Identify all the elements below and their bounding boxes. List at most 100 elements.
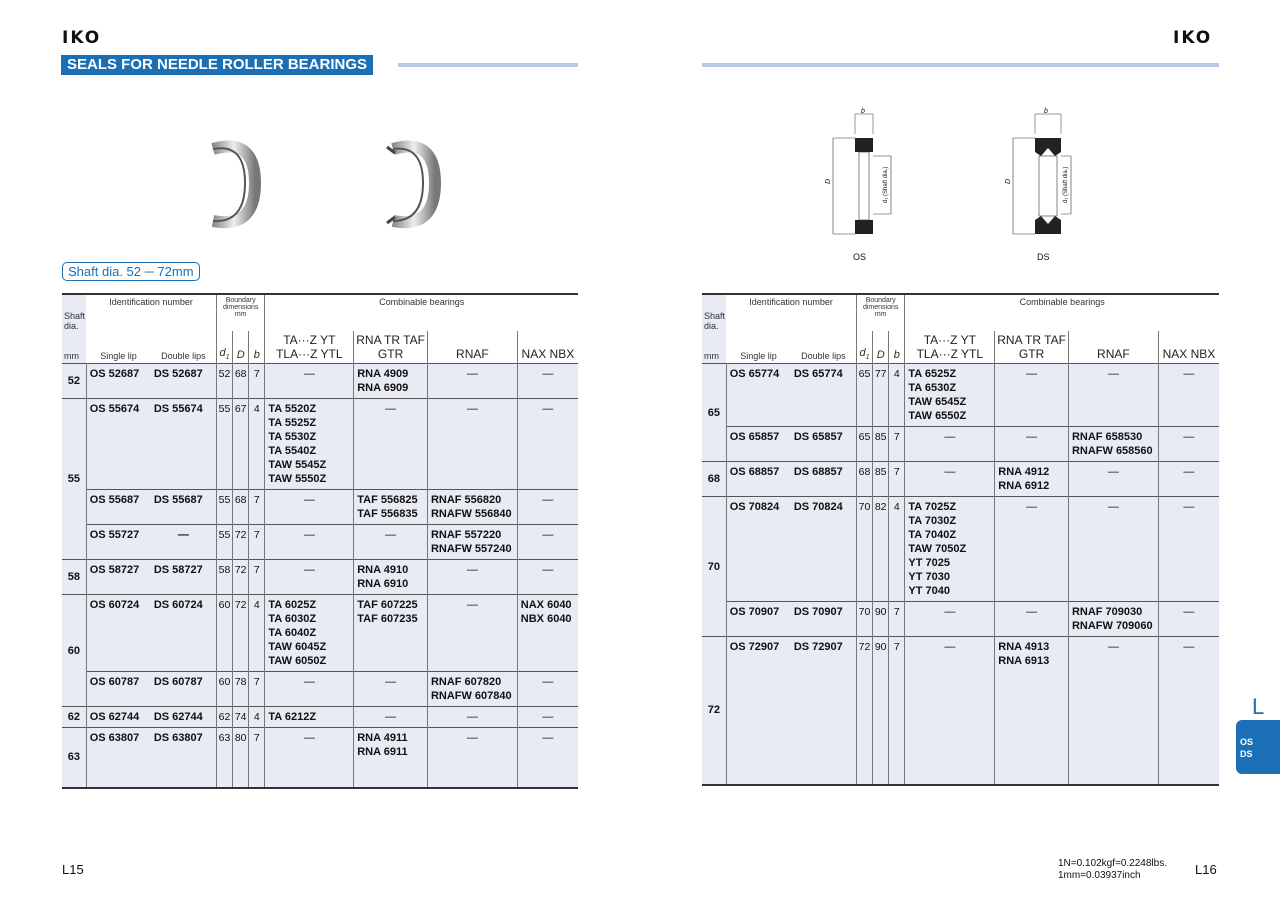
bearing-code: RNA 6909	[357, 382, 409, 394]
b-cell: 7	[248, 489, 265, 525]
bearing-code: RNA 4910	[357, 564, 409, 576]
b-cell: 7	[248, 727, 265, 788]
nax-bearings-cell: ―	[516, 398, 578, 490]
rnaf-bearings-cell: ―	[426, 706, 518, 728]
header-identification: Identification number	[726, 293, 857, 331]
bearing-code: RNAF 556820	[430, 494, 502, 506]
bearing-code: TA 6212Z	[268, 711, 317, 723]
bearing-code: TAF 607235	[357, 613, 418, 625]
header-col-rna: RNA TR TAF GTR	[353, 331, 428, 364]
rna-bearings-cell: ―	[994, 426, 1069, 462]
bearing-code: TAW 6045Z	[268, 641, 327, 653]
bearing-code: TAW 6050Z	[268, 655, 327, 667]
header-double-lips: Double lips	[801, 351, 846, 361]
header-d1-sub: 1	[225, 354, 230, 361]
header-single-lip: Single lip	[100, 351, 137, 361]
figure-dim-b-ds: b	[1044, 108, 1048, 115]
header-identification: Identification number	[86, 293, 217, 331]
bearing-code: TAF 556835	[357, 508, 418, 520]
bearing-code: RNAFW 658560	[1071, 445, 1153, 457]
double-lips-cell: DS 55674	[150, 398, 217, 490]
shaft-dia-cell: 70	[702, 496, 727, 637]
bearing-code: TAF 607225	[357, 599, 418, 611]
header-combinable: Combinable bearings	[264, 293, 578, 331]
header-shaft-label: Shaft dia.	[64, 311, 86, 331]
single-lip-cell: OS 55687	[86, 489, 151, 525]
figure-dim-D-ds: D	[1005, 178, 1013, 185]
nax-bearings-cell: ―	[1157, 363, 1219, 427]
d1-cell: 70	[855, 601, 873, 637]
single-lip-cell: OS 60787	[86, 671, 151, 707]
single-lip-cell: OS 72907	[726, 636, 791, 785]
header-rule-right	[702, 63, 1219, 67]
D-cell: 85	[872, 461, 889, 497]
header-combinable: Combinable bearings	[904, 293, 1219, 331]
header-col-rna: RNA TR TAF GTR	[994, 331, 1069, 364]
rna-bearings-cell: ―	[353, 706, 428, 728]
bearing-code: YT 7030	[908, 571, 950, 583]
double-lips-cell: DS 70907	[790, 601, 857, 637]
header-boundary: Boundary dimensions mm	[855, 293, 905, 331]
header-col-ta: TA···Z YT TLA···Z YTL	[264, 331, 354, 364]
shaft-dia-cell: 65	[702, 363, 727, 462]
b-cell: 7	[248, 363, 265, 399]
ta-bearings-cell: ―	[264, 489, 354, 525]
double-lips-cell: DS 63807	[150, 727, 217, 788]
d1-cell: 68	[855, 461, 873, 497]
header-col-nax: NAX NBX	[516, 331, 578, 364]
bearing-code: RNAFW 556840	[430, 508, 512, 520]
D-cell: 68	[232, 363, 249, 399]
header-col-ta: TA···Z YT TLA···Z YTL	[904, 331, 995, 364]
single-lip-cell: OS 55674	[86, 398, 151, 490]
bearing-code: TA 6025Z	[268, 599, 317, 611]
unit-conversion-note: 1N=0.102kgf=0.2248lbs. 1mm=0.03937inch	[1058, 858, 1167, 882]
single-lip-cell: OS 70824	[726, 496, 791, 602]
single-lip-cell: OS 70907	[726, 601, 791, 637]
d1-cell: 58	[215, 559, 233, 595]
nax-bearings-cell: ―	[1157, 496, 1219, 602]
single-lip-cell: OS 62744	[86, 706, 151, 728]
d1-cell: 52	[215, 363, 233, 399]
header-double-lips: Double lips	[161, 351, 206, 361]
b-cell: 7	[888, 601, 905, 637]
bearing-code: TAW 6545Z	[908, 396, 967, 408]
bearing-code: NBX 6040	[520, 613, 572, 625]
rnaf-bearings-cell: ―	[426, 398, 518, 490]
D-cell: 78	[232, 671, 249, 707]
rnaf-bearings-cell: ―	[426, 727, 518, 788]
single-lip-cell: OS 65774	[726, 363, 791, 427]
nax-bearings-cell: ―	[516, 706, 578, 728]
nax-bearings-cell: ―	[516, 363, 578, 399]
side-tab[interactable]: OS DS	[1236, 720, 1280, 774]
seal-photo-ds	[386, 140, 442, 229]
brand-logo: IKO	[62, 28, 102, 48]
nax-bearings-cell: ―	[516, 489, 578, 525]
figure-dim-d1-os: d₁ (Shaft dia.)	[883, 166, 889, 203]
b-cell: 4	[248, 398, 265, 490]
b-cell: 7	[248, 524, 265, 560]
unit-note-force: 1N=0.102kgf=0.2248lbs.	[1058, 858, 1167, 869]
rnaf-bearings-cell: ―	[426, 594, 518, 672]
ta-bearings-cell: ―	[904, 636, 995, 785]
bearing-code: TAW 7050Z	[908, 543, 967, 555]
D-cell: 68	[232, 489, 249, 525]
header-col-nax: NAX NBX	[1157, 331, 1219, 364]
nax-bearings-cell: ―	[1157, 636, 1219, 785]
